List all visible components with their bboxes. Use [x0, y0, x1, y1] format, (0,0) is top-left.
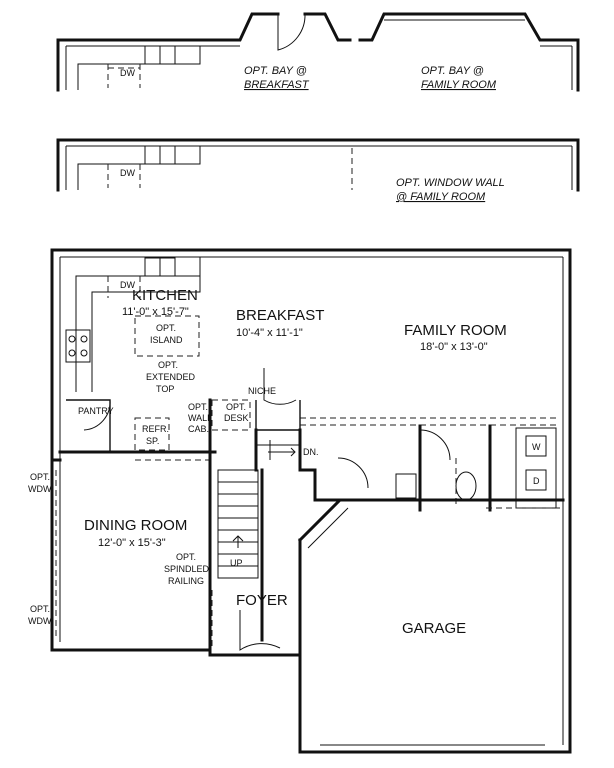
washer-label: W [532, 442, 541, 452]
opt-window-wall-line1: OPT. WINDOW WALL [396, 177, 505, 189]
opt-wall-cab-line3: CAB. [188, 424, 209, 434]
opt-spindled-line2: SPINDLED [164, 564, 210, 574]
opt-extended-line2: EXTENDED [146, 372, 196, 382]
opt-bay-family-line1: OPT. BAY @ [421, 65, 484, 77]
main-floor-plan [50, 248, 572, 754]
opt-wdw-upper-line1: OPT. [30, 472, 50, 482]
opt-bay-family-line2: FAMILY ROOM [421, 79, 497, 91]
family-room-dims: 18'-0" x 13'-0" [420, 341, 488, 353]
dw-label-top: DW [120, 68, 135, 78]
opt-wall-cab-line2: WALL [188, 413, 212, 423]
opt-wdw-upper-line2: WDW. [28, 484, 54, 494]
opt-island-line2: ISLAND [150, 335, 183, 345]
dw-label-middle: DW [120, 168, 135, 178]
kitchen-dims: 11'-0" x 15'-7" [122, 306, 189, 318]
pantry-name: PANTRY [78, 406, 114, 416]
dryer-label: D [533, 476, 540, 486]
plan-labels: DW DW DW OPT. BAY @ BREAKFAST OPT. BAY @… [28, 65, 541, 637]
breakfast-name: BREAKFAST [236, 307, 324, 324]
dining-room-dims: 12'-0" x 15'-3" [98, 537, 166, 549]
opt-bay-breakfast-line2: BREAKFAST [244, 79, 310, 91]
opt-island-line1: OPT. [156, 323, 176, 333]
dining-room-name: DINING ROOM [84, 517, 187, 534]
opt-extended-line3: TOP [156, 384, 174, 394]
opt-desk-line2: DESK [224, 413, 249, 423]
opt-bay-partial-plan [56, 12, 580, 92]
foyer-name: FOYER [236, 592, 288, 609]
opt-window-wall-line2: @ FAMILY ROOM [396, 191, 486, 203]
garage-name: GARAGE [402, 620, 466, 637]
opt-spindled-line3: RAILING [168, 576, 204, 586]
refr-line2: SP. [146, 436, 159, 446]
opt-extended-line1: OPT. [158, 360, 178, 370]
breakfast-dims: 10'-4" x 11'-1" [236, 327, 303, 339]
niche-label: NICHE [248, 386, 276, 396]
opt-window-wall-partial-plan [56, 138, 580, 192]
opt-wdw-lower-line1: OPT. [30, 604, 50, 614]
stair-up-label: UP [230, 558, 243, 568]
opt-wdw-lower-line2: WDW. [28, 616, 54, 626]
dw-label-main: DW [120, 280, 135, 290]
opt-desk-line1: OPT. [226, 402, 246, 412]
opt-bay-breakfast-line1: OPT. BAY @ [244, 65, 307, 77]
refr-line1: REFR. [142, 424, 169, 434]
kitchen-name: KITCHEN [132, 287, 198, 304]
family-room-name: FAMILY ROOM [404, 322, 507, 339]
opt-spindled-line1: OPT. [176, 552, 196, 562]
opt-wall-cab-line1: OPT. [188, 402, 208, 412]
stair-down-label: DN. [303, 447, 319, 457]
